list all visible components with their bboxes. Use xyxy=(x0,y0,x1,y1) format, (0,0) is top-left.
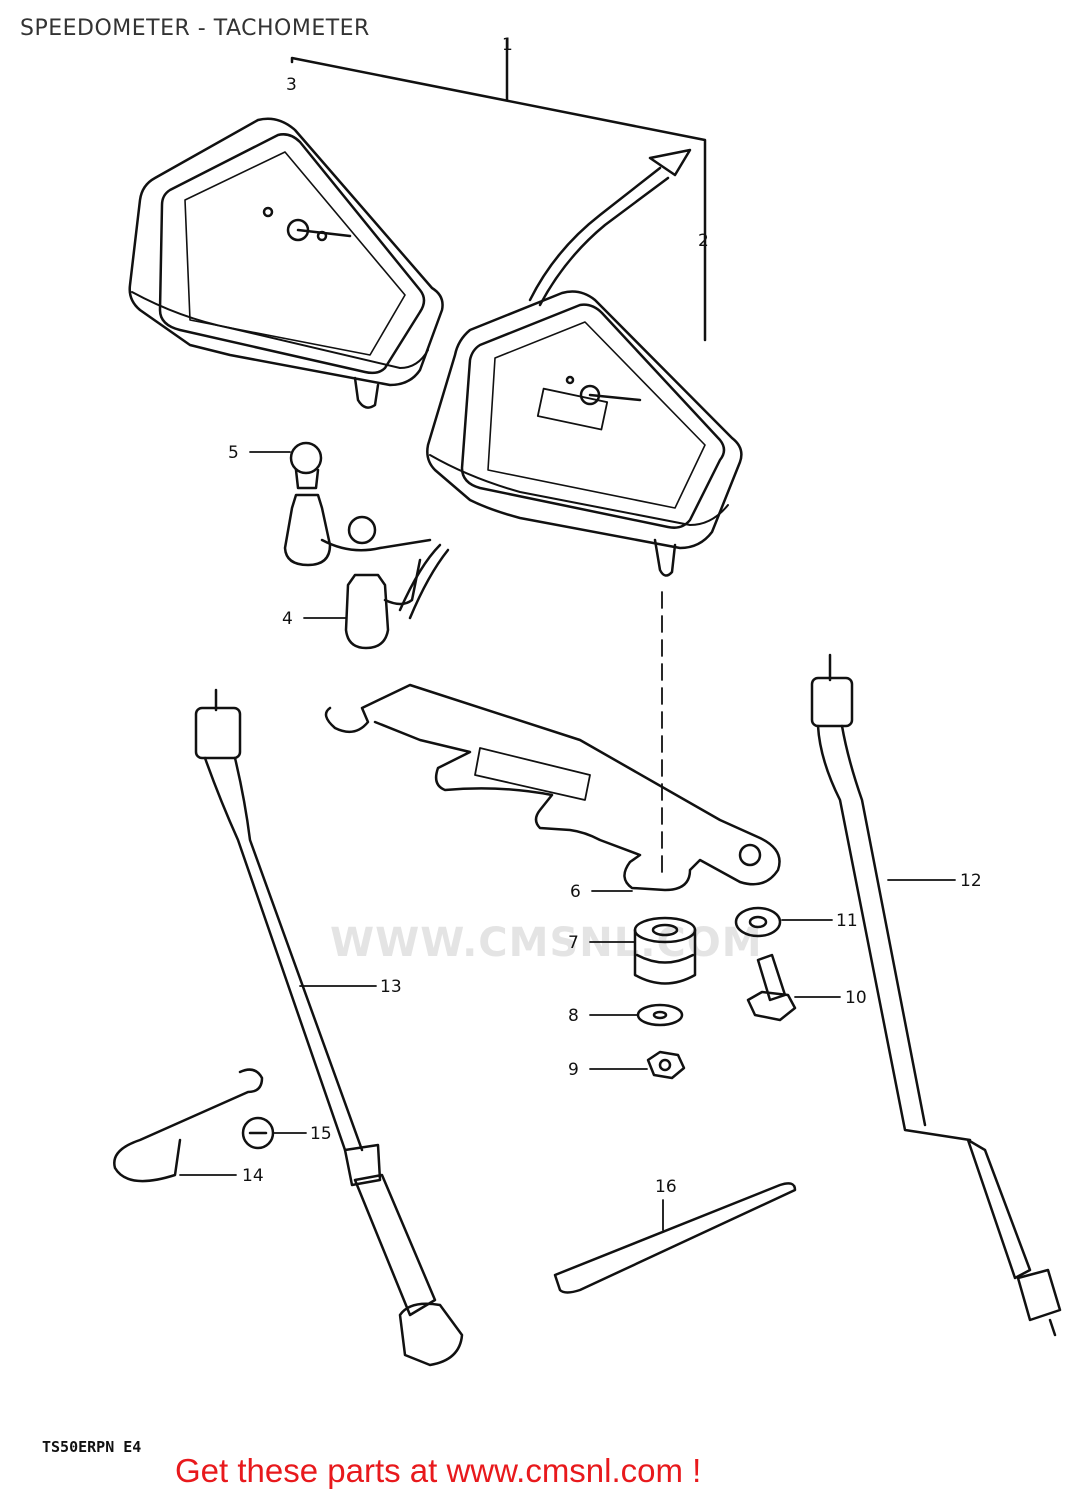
callout-10: 10 xyxy=(845,988,867,1008)
callout-1: 1 xyxy=(502,35,513,55)
shop-link[interactable]: Get these parts at www.cmsnl.com ! xyxy=(175,1452,702,1489)
callout-7: 7 xyxy=(568,933,579,953)
bolt-10 xyxy=(746,953,797,1022)
assembly-bracket xyxy=(290,38,707,342)
leader-lines xyxy=(179,451,956,1231)
callout-12: 12 xyxy=(960,871,982,891)
callout-labels: 1 2 3 4 5 6 7 8 9 10 11 12 13 14 15 16 xyxy=(228,35,982,1197)
washer-8 xyxy=(636,1003,684,1027)
cable-13 xyxy=(194,688,464,1367)
callout-16: 16 xyxy=(655,1177,677,1197)
speedometer-3 xyxy=(128,117,444,409)
callout-2: 2 xyxy=(698,231,709,251)
callout-14: 14 xyxy=(242,1166,264,1186)
nut-9 xyxy=(646,1050,686,1080)
callout-11: 11 xyxy=(836,911,858,931)
cable-12 xyxy=(810,653,1062,1337)
bracket-plate-6 xyxy=(324,683,781,892)
callout-13: 13 xyxy=(380,977,402,997)
page-title: SPEEDOMETER - TACHOMETER xyxy=(20,16,370,41)
callout-15: 15 xyxy=(310,1124,332,1144)
callout-9: 9 xyxy=(568,1060,579,1080)
bulb-5 xyxy=(289,441,323,490)
callout-3: 3 xyxy=(286,75,297,95)
clip-14 xyxy=(113,1068,264,1183)
screw-15 xyxy=(241,1116,275,1150)
grommet-7 xyxy=(633,916,697,985)
callout-4: 4 xyxy=(282,609,293,629)
socket-4 xyxy=(283,493,432,650)
band-16 xyxy=(553,1182,797,1294)
callout-6: 6 xyxy=(570,882,581,902)
watermark-text: WWW.CMSNL.COM xyxy=(330,920,763,966)
diagram-code: TS50ERPN E4 xyxy=(42,1438,142,1456)
callout-5: 5 xyxy=(228,443,239,463)
tachometer-2 xyxy=(398,148,743,620)
washer-11 xyxy=(734,906,782,938)
callout-8: 8 xyxy=(568,1006,579,1026)
